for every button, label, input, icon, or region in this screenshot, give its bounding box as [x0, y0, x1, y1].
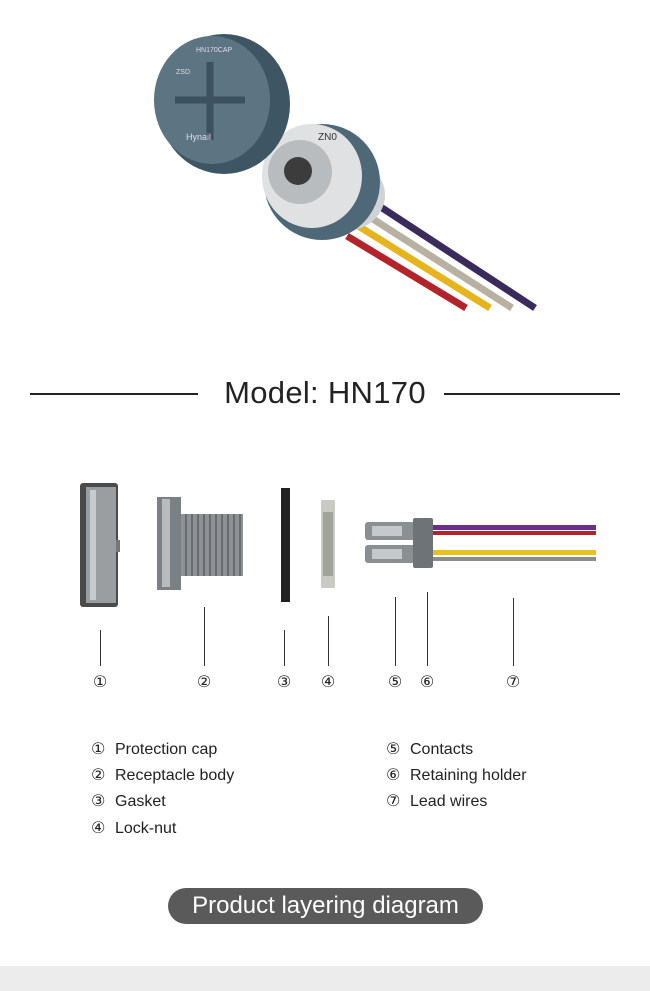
legend-number: ④ [91, 820, 106, 837]
part-receptacle-body [157, 497, 243, 590]
receptacle-thread [185, 514, 241, 576]
part-lock-nut [321, 500, 335, 588]
callout-3: ③ [276, 674, 292, 691]
leader-line-1 [100, 630, 101, 666]
part-retaining-holder [413, 518, 433, 568]
model-title-row: Model: HN170 [0, 365, 650, 421]
legend-item: ① Protection cap [91, 740, 217, 760]
legend-label: Receptacle body [115, 767, 235, 784]
leader-line-7 [513, 598, 514, 666]
callout-1: ① [92, 674, 108, 691]
leader-line-6 [427, 592, 428, 666]
model-title: Model: HN170 [224, 375, 426, 410]
title-right-rule [444, 393, 620, 395]
part-gasket [281, 488, 290, 602]
legend-item: ③ Gasket [91, 792, 166, 812]
connector-hero-illustration: ZN0 HN170CAP ZSD Hynail [154, 34, 537, 311]
exploded-parts-diagram [80, 483, 596, 607]
title-left-rule [30, 393, 198, 395]
legend-item: ② Receptacle body [91, 766, 234, 786]
legend-number: ⑦ [386, 793, 401, 810]
cap-text-ring: ZSD [176, 69, 190, 76]
footer-band [0, 966, 650, 991]
callout-7: ⑦ [505, 674, 521, 691]
diagram-title-badge: Product layering diagram [168, 888, 483, 924]
legend-item: ⑥ Retaining holder [386, 766, 527, 786]
leader-line-3 [284, 630, 285, 666]
callout-2: ② [196, 674, 212, 691]
hero-receptacle: ZN0 [262, 124, 385, 240]
legend-number: ⑥ [386, 767, 401, 784]
cap-logo: Hynail [186, 132, 211, 142]
legend-label: Gasket [115, 793, 166, 810]
part-protection-cap [80, 483, 120, 607]
hero-protection-cap: HN170CAP ZSD Hynail [154, 34, 290, 174]
callout-6: ⑥ [419, 674, 435, 691]
receptacle-label: ZN0 [318, 132, 337, 143]
legend-label: Retaining holder [410, 767, 527, 784]
leader-line-4 [328, 616, 329, 666]
legend-label: Lead wires [410, 793, 488, 810]
part-lead-wires [433, 525, 596, 561]
legend-item: ⑤ Contacts [386, 740, 473, 760]
legend-label: Contacts [410, 741, 474, 758]
part-contacts [365, 522, 415, 563]
leader-line-2 [204, 607, 205, 666]
legend-item: ⑦ Lead wires [386, 792, 487, 812]
legend-label: Protection cap [115, 741, 218, 758]
legend-number: ① [91, 741, 106, 758]
legend-item: ④ Lock-nut [91, 819, 176, 839]
legend-number: ⑤ [386, 741, 401, 758]
hero-lead-wires [345, 197, 537, 311]
legend-number: ② [91, 767, 106, 784]
callout-4: ④ [320, 674, 336, 691]
callout-5: ⑤ [387, 674, 403, 691]
legend-number: ③ [91, 793, 106, 810]
leader-line-5 [395, 597, 396, 666]
legend-label: Lock-nut [115, 820, 177, 837]
cap-text-top: HN170CAP [196, 47, 233, 54]
